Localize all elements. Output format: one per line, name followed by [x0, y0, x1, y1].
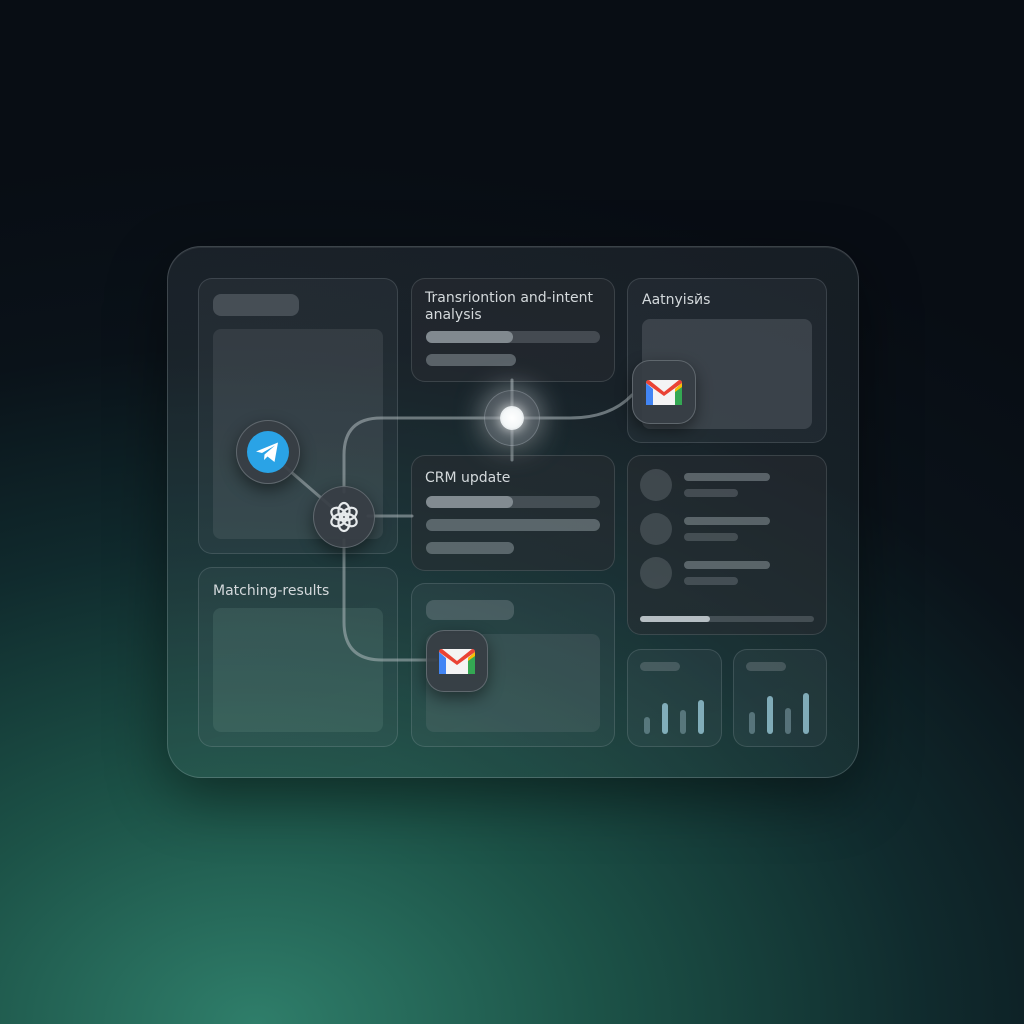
- crm-update-card[interactable]: CRM update: [411, 455, 615, 571]
- contact-name-2: [684, 517, 770, 525]
- transcription-line: [426, 354, 516, 366]
- crm-line-3: [426, 542, 514, 554]
- mini-chart-1-bar-3: [680, 710, 686, 734]
- transcription-progress-fill: [426, 331, 513, 343]
- contact-detail-1: [684, 489, 738, 497]
- mini-chart-1-bar-1: [644, 717, 650, 734]
- contact-avatar-3: [640, 557, 672, 589]
- source-card-title-placeholder: [213, 294, 299, 316]
- glow-dot-icon: [500, 406, 524, 430]
- crm-progress: [426, 496, 600, 508]
- openai-icon: [330, 501, 358, 533]
- wire-openai-gmail: [342, 538, 438, 662]
- transcription-card[interactable]: Transriontion and-intent analysis: [411, 278, 615, 382]
- mini-chart-1-bar-4: [698, 700, 704, 734]
- mini-chart-2-bar-1: [749, 712, 755, 734]
- mini-chart-2-label: [746, 662, 786, 671]
- contacts-card[interactable]: [627, 455, 827, 635]
- gmail-icon: [439, 649, 475, 674]
- crm-update-title: CRM update: [425, 470, 511, 486]
- gmail-node-bottom[interactable]: [426, 630, 488, 692]
- matching-results-card[interactable]: Matching-results: [198, 567, 398, 747]
- mini-chart-1-label: [640, 662, 680, 671]
- workflow-board: Matching-results Transriontion and-inten…: [167, 246, 859, 778]
- contact-avatar-2: [640, 513, 672, 545]
- contact-detail-2: [684, 533, 738, 541]
- transcription-progress: [426, 331, 600, 343]
- matching-results-preview: [213, 608, 383, 732]
- mini-chart-2-bar-4: [803, 693, 809, 734]
- mini-chart-card-1[interactable]: [627, 649, 722, 747]
- hub-node[interactable]: [484, 390, 540, 446]
- wire-hub-gmail: [510, 393, 634, 420]
- mini-chart-2-bar-3: [785, 708, 791, 734]
- mini-chart-1-bar-2: [662, 703, 668, 734]
- contact-name-3: [684, 561, 770, 569]
- crm-progress-fill: [426, 496, 513, 508]
- contact-name-1: [684, 473, 770, 481]
- wire-openai-hub: [342, 416, 514, 494]
- openai-node[interactable]: [313, 486, 375, 548]
- crm-line-2: [426, 519, 600, 531]
- output-card-title-placeholder: [426, 600, 514, 620]
- contact-avatar-1: [640, 469, 672, 501]
- gmail-icon: [646, 380, 682, 405]
- matching-results-title: Matching-results: [213, 583, 330, 599]
- transcription-title: Transriontion and-intent analysis: [425, 290, 593, 323]
- mini-chart-1-bars: [642, 686, 712, 734]
- mini-chart-card-2[interactable]: [733, 649, 827, 747]
- contact-detail-3: [684, 577, 738, 585]
- contacts-progress-fill: [640, 616, 710, 622]
- contacts-progress: [640, 616, 814, 622]
- analysis-title: Aatnyisйs: [642, 292, 711, 308]
- mini-chart-2-bars: [747, 686, 817, 734]
- mini-chart-2-bar-2: [767, 696, 773, 734]
- gmail-node-top[interactable]: [632, 360, 696, 424]
- telegram-icon: [247, 431, 289, 473]
- telegram-node[interactable]: [236, 420, 300, 484]
